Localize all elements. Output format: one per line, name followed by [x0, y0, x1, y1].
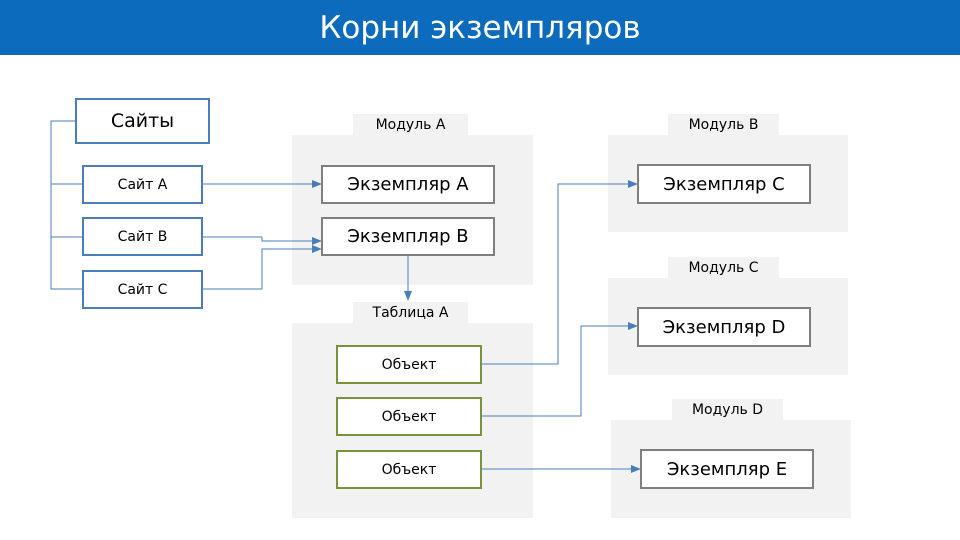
arrow-object-2-to-instance-d	[482, 322, 638, 417]
module-a-label: Модуль A	[353, 114, 468, 136]
object-2-node[interactable]: Объект	[336, 397, 482, 436]
module-c-label: Модуль C	[668, 257, 779, 279]
object-3-node[interactable]: Объект	[336, 450, 482, 489]
sites-root-node[interactable]: Сайты	[75, 98, 210, 144]
slide-title: Корни экземпляров	[0, 0, 960, 55]
instance-c-node[interactable]: Экземпляр C	[637, 164, 811, 204]
module-b-label: Модуль B	[668, 114, 779, 136]
site-b-node[interactable]: Сайт B	[82, 217, 203, 256]
table-a-label: Таблица A	[353, 302, 468, 324]
sites-bracket	[50, 120, 82, 290]
module-d-label: Модуль D	[672, 399, 783, 421]
site-a-node[interactable]: Сайт A	[82, 165, 203, 204]
arrow-site-c-to-instance-b	[203, 245, 322, 290]
arrow-site-b-to-instance-b	[203, 236, 322, 245]
instance-d-node[interactable]: Экземпляр D	[637, 307, 811, 347]
module-a-panel	[292, 135, 533, 285]
instance-b-node[interactable]: Экземпляр B	[321, 217, 495, 256]
instance-e-node[interactable]: Экземпляр E	[640, 449, 814, 489]
arrow-object-1-to-instance-c	[482, 180, 638, 365]
instance-a-node[interactable]: Экземпляр A	[321, 165, 495, 204]
object-1-node[interactable]: Объект	[336, 345, 482, 384]
site-c-node[interactable]: Сайт C	[82, 270, 203, 309]
